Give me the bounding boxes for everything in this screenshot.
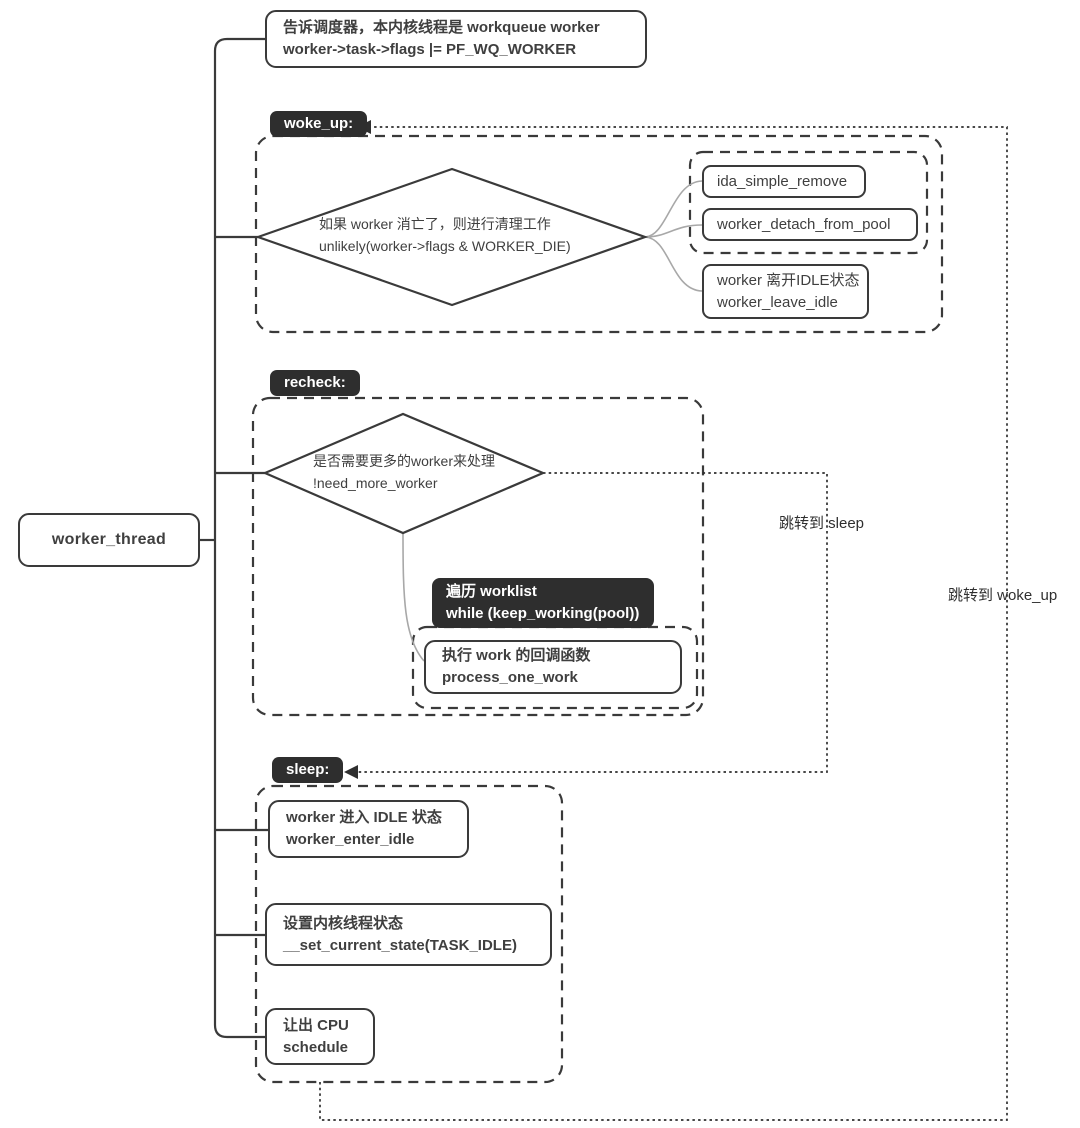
worker-detach-from-pool-text: worker_detach_from_pool <box>717 215 891 233</box>
worker-enter-idle-node: worker 进入 IDLE 状态 worker_enter_idle <box>268 800 469 858</box>
woke-up-label-tab: woke_up: <box>270 111 368 137</box>
ida-simple-remove-text: ida_simple_remove <box>717 172 848 190</box>
arrow-into-sleep <box>344 765 358 779</box>
schedule-line-2: schedule <box>283 1038 349 1056</box>
worker-thread-root-node: worker_thread <box>18 513 200 567</box>
worker-enter-idle-line-2: worker_enter_idle <box>286 831 415 848</box>
pf-wq-worker-note-node: 告诉调度器，本内核线程是 workqueue worker worker->ta… <box>265 10 647 68</box>
process-one-work-node: 执行 work 的回调函数 process_one_work <box>424 640 682 694</box>
process-one-work-line-2: process_one_work <box>442 669 578 686</box>
recheck-diamond <box>262 412 546 535</box>
note-line-1: 告诉调度器，本内核线程是 workqueue worker <box>283 19 600 37</box>
worklist-loop-line-2: while (keep_working(pool)) <box>446 605 640 622</box>
woke-up-diamond <box>254 167 649 307</box>
recheck-label-tab: recheck: <box>270 370 360 396</box>
worker-leave-idle-node: worker 离开IDLE状态 worker_leave_idle <box>702 264 869 319</box>
schedule-node: 让出 CPU schedule <box>265 1008 375 1065</box>
worker-thread-label: worker_thread <box>51 531 167 549</box>
worklist-loop-line-1: 遍历 worklist <box>446 582 537 600</box>
recheck-diamond-line-1: 是否需要更多的worker来处理 <box>313 453 496 469</box>
worker-leave-idle-line-2: worker_leave_idle <box>717 293 838 311</box>
woke-up-label-text: woke_up: <box>284 115 354 132</box>
sleep-label-tab: sleep: <box>272 757 344 783</box>
trunk-lines <box>200 37 268 1039</box>
worker-leave-idle-line-1: worker 离开IDLE状态 <box>717 271 860 289</box>
worker-detach-from-pool-node: worker_detach_from_pool <box>702 208 918 241</box>
jump-to-woke-up-path <box>319 126 1008 1121</box>
jump-to-sleep-label: 跳转到 sleep <box>779 512 864 533</box>
woke-up-diamond-line-1: 如果 worker 消亡了，则进行清理工作 <box>319 216 551 232</box>
recheck-container <box>251 396 705 717</box>
recheck-diamond-text: 是否需要更多的worker来处理 !need_more_worker <box>313 450 495 495</box>
jump-to-woke-up-text: 跳转到 woke_up <box>948 587 1058 604</box>
worklist-loop-node: 遍历 worklist while (keep_working(pool)) <box>432 578 654 628</box>
curve-to-detach <box>644 224 703 238</box>
ida-simple-remove-node: ida_simple_remove <box>702 165 866 198</box>
process-one-work-line-1: 执行 work 的回调函数 <box>442 647 591 665</box>
set-current-state-node: 设置内核线程状态 __set_current_state(TASK_IDLE) <box>265 903 552 966</box>
curve-to-ida <box>644 180 703 238</box>
sleep-label-text: sleep: <box>286 761 330 778</box>
set-current-state-line-1: 设置内核线程状态 <box>283 914 404 932</box>
woke-up-diamond-text: 如果 worker 消亡了，则进行清理工作 unlikely(worker->f… <box>319 213 571 258</box>
jump-to-woke-up-label: 跳转到 woke_up <box>948 584 1057 605</box>
fanout-curves <box>402 180 703 662</box>
jump-paths <box>319 126 1008 1121</box>
recheck-diamond-line-2: !need_more_worker <box>313 475 438 492</box>
diamonds <box>254 167 649 535</box>
recheck-label-text: recheck: <box>284 374 346 391</box>
cleanup-subgroup <box>688 150 929 255</box>
sleep-container <box>254 784 564 1084</box>
curve-to-process <box>402 532 425 662</box>
curve-to-leave-idle <box>644 236 703 292</box>
woke-up-container <box>254 134 944 334</box>
note-line-2: worker->task->flags |= PF_WQ_WORKER <box>283 41 577 58</box>
worker-enter-idle-line-1: worker 进入 IDLE 状态 <box>286 809 442 827</box>
jump-to-sleep-text: 跳转到 sleep <box>779 515 865 532</box>
set-current-state-line-2: __set_current_state(TASK_IDLE) <box>283 936 517 954</box>
woke-up-diamond-line-2: unlikely(worker->flags & WORKER_DIE) <box>319 238 571 255</box>
jump-to-sleep-path <box>358 472 828 773</box>
schedule-line-1: 让出 CPU <box>283 1016 349 1034</box>
trunk-vertical <box>213 37 265 1039</box>
